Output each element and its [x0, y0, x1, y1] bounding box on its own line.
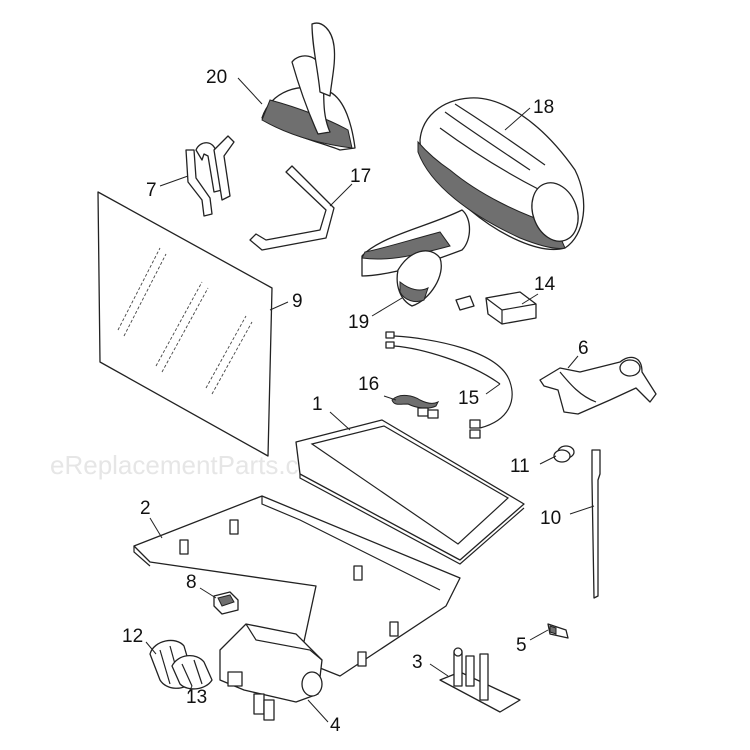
- leader-11: [539, 455, 557, 465]
- leader-17: [329, 183, 353, 207]
- leader-13: [187, 685, 193, 695]
- part-6-burner-tube: [539, 356, 657, 415]
- callout-5: 5: [516, 635, 527, 656]
- callout-19: 19: [348, 312, 369, 333]
- part-9-glass-panel: [97, 191, 273, 457]
- leader-8: [199, 587, 217, 599]
- leader-16: [383, 395, 397, 401]
- leader-19: [371, 297, 403, 317]
- callout-11: 11: [510, 456, 530, 477]
- callout-7: 7: [146, 180, 157, 201]
- part-11-knob: [553, 445, 575, 463]
- part-4-gas-valve: [219, 623, 323, 721]
- part-2-base-pan: [133, 495, 461, 677]
- part-15-wire-harness: [385, 331, 513, 439]
- leader-3: [429, 663, 449, 677]
- callout-4: 4: [330, 715, 341, 736]
- callout-17: 17: [350, 166, 371, 187]
- callout-8: 8: [186, 572, 197, 593]
- part-7-bent-tube: [185, 135, 235, 217]
- callout-18: 18: [533, 97, 554, 118]
- leader-20: [237, 77, 263, 105]
- part-1-burner-assembly: [295, 419, 525, 565]
- part-19-log-pair: [361, 209, 471, 307]
- callout-2: 2: [140, 498, 151, 519]
- callout-16: 16: [358, 374, 379, 395]
- part-5-fitting: [547, 623, 569, 639]
- watermark: eReplacementParts.com: [50, 450, 335, 480]
- leader-18: [504, 107, 531, 131]
- leader-6: [567, 355, 579, 369]
- part-8-switch: [213, 591, 239, 615]
- part-17-rod: [249, 165, 335, 251]
- callout-14: 14: [534, 274, 556, 295]
- leader-5: [529, 629, 549, 641]
- leader-4: [307, 699, 329, 723]
- callout-15: 15: [458, 388, 479, 409]
- part-3-pilot-assembly: [439, 647, 521, 713]
- callout-6: 6: [578, 338, 589, 359]
- part-20-small-log: [261, 22, 356, 151]
- leader-10: [569, 505, 595, 515]
- callout-1: 1: [312, 394, 323, 415]
- callout-20: 20: [206, 67, 227, 88]
- leader-1: [329, 411, 351, 431]
- part-10-igniter-rod: [591, 449, 601, 599]
- part-18-large-log: [417, 97, 585, 250]
- leader-7: [159, 175, 189, 187]
- leader-9: [269, 301, 289, 311]
- callout-12: 12: [122, 626, 143, 647]
- callout-10: 10: [540, 508, 561, 529]
- leader-2: [149, 517, 163, 539]
- part-13-cylinder: [171, 655, 213, 690]
- leader-15: [485, 383, 501, 395]
- callout-9: 9: [292, 291, 303, 312]
- callout-3: 3: [412, 652, 423, 673]
- callout-13: 13: [186, 687, 207, 708]
- part-14-bracket: [455, 291, 537, 325]
- part-16-wire: [391, 394, 440, 419]
- leader-12: [145, 641, 157, 655]
- leader-14: [521, 293, 539, 305]
